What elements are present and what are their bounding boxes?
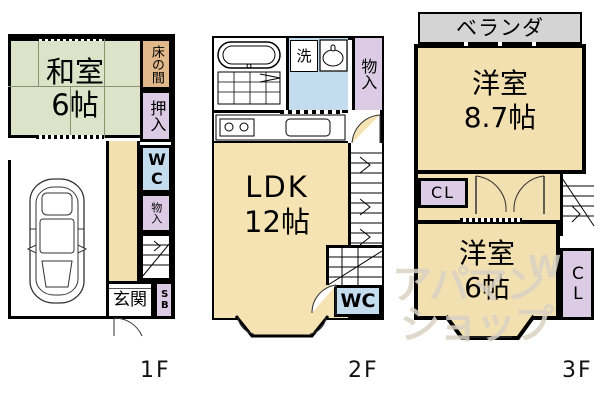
floor-label-2f: 2F [348, 358, 379, 383]
tatami-seam [8, 86, 144, 87]
sliding-door-mark [36, 135, 104, 139]
room-oshiire [140, 90, 172, 142]
room-closet-left [418, 178, 468, 208]
bay-window-3f [444, 314, 536, 340]
window-mark-veranda [434, 42, 566, 46]
floor-3f: ベランダ 洋室 8.7帖 CL [400, 0, 600, 400]
room-genkan [106, 281, 154, 319]
room-wc-1f [140, 145, 172, 193]
room-hallway-1f [106, 141, 140, 281]
car-icon [26, 178, 88, 304]
room-stair-landing-2f [326, 245, 382, 285]
tatami-seam [104, 38, 105, 86]
room-veranda [418, 12, 582, 44]
room-monoire-2f [352, 38, 382, 110]
kitchen-counter-icon [215, 114, 346, 141]
wall-1f-top [8, 34, 175, 39]
room-yoshitsu-upper [414, 44, 586, 174]
room-tokonoma [140, 38, 172, 90]
floor-1f: 和室 6帖 床の間 押入 WC 物入 [0, 0, 200, 400]
stairs-2f-lines [350, 152, 382, 246]
vanity-sink-icon [319, 39, 348, 72]
hall-door-swing-left [475, 175, 507, 214]
room-monoire-1f [140, 193, 172, 233]
bathtub-icon [217, 41, 281, 105]
kitchen-window-mark [280, 110, 342, 114]
room-closet-right [560, 248, 594, 320]
wc-door-swing-2f [311, 284, 337, 315]
bay-window-2f [234, 315, 330, 338]
hall-door-swing-right [513, 175, 545, 214]
sliding-door-mark [36, 37, 104, 41]
stairs-1f-lines [141, 240, 171, 278]
washer-box [290, 40, 318, 72]
wall-1f-right [171, 38, 175, 319]
tatami-seam [104, 86, 105, 138]
floor-label-1f: 1F [140, 358, 171, 383]
room-washitsu [8, 38, 144, 138]
stair-landing-lines [327, 247, 383, 286]
sliding-door-mark-3f [460, 218, 522, 222]
entrance-door-swing [113, 317, 143, 337]
stairs-3f-lines [561, 177, 595, 227]
ldk-door-swing [351, 114, 381, 144]
floor-2f: 洗 物入 LDK 12帖 [200, 0, 400, 400]
tatami-seam [70, 86, 71, 138]
genkan-tile-line [109, 288, 151, 289]
room-yoshitsu-lower [414, 220, 560, 320]
tatami-seam [38, 38, 39, 86]
room-wc-2f [334, 285, 382, 317]
floor-label-3f: 3F [562, 358, 593, 383]
